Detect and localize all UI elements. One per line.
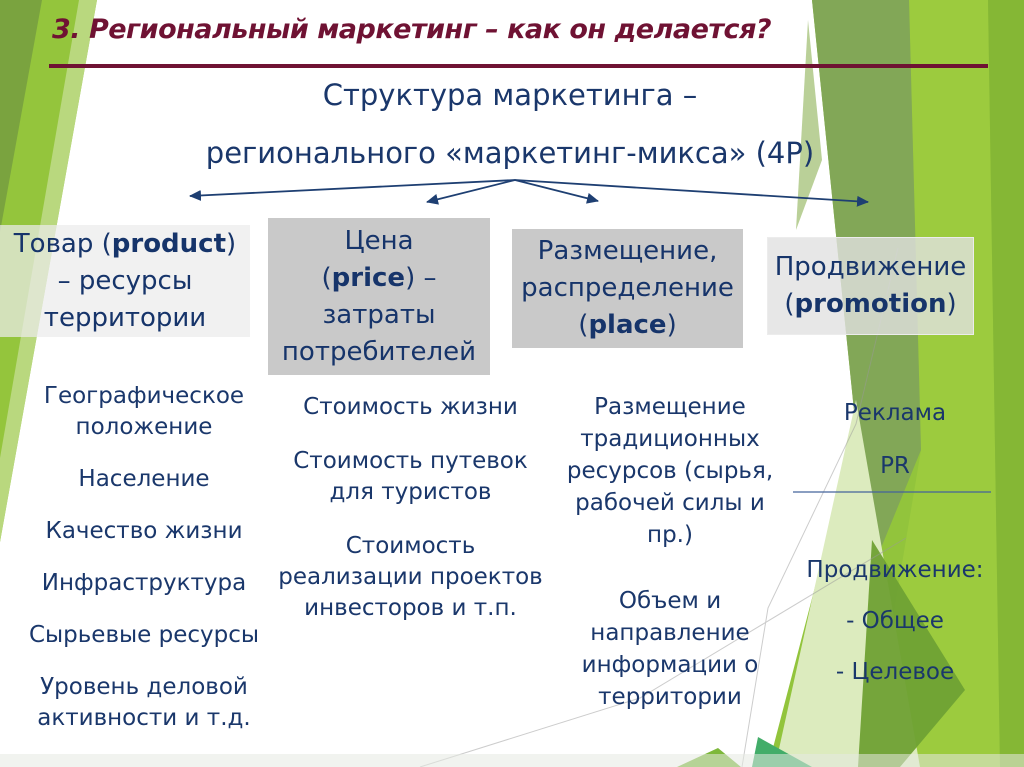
list-item: Реклама xyxy=(843,400,947,426)
text-segment: Размещение, xyxy=(537,236,718,266)
box-line: Размещение, xyxy=(538,233,718,270)
text-segment: ( xyxy=(578,310,589,340)
box-line: территории xyxy=(44,300,206,337)
list-item: Качество жизни xyxy=(45,518,243,544)
text-segment: Продвижение xyxy=(774,252,967,282)
column-product-items: Географическое положение Население Качес… xyxy=(8,381,280,755)
text-segment: ( xyxy=(784,289,795,319)
text-segment: потребителей xyxy=(281,336,477,367)
text-segment: ) xyxy=(226,228,237,259)
list-item: Стоимость жизни xyxy=(303,394,518,420)
box-place: Размещение, распределение (place) xyxy=(512,229,743,348)
text-segment-bold: place xyxy=(588,310,667,340)
crease-lines xyxy=(419,247,907,767)
list-item: - Общее xyxy=(846,608,944,634)
list-item: Сырьевые ресурсы xyxy=(28,622,260,648)
box-promotion: Продвижение (promotion) xyxy=(767,237,974,335)
list-item: Объем и направление информации о террито… xyxy=(581,588,759,710)
list-item: Географическое положение xyxy=(43,383,245,440)
box-line: Цена xyxy=(344,223,413,260)
text-segment: – ресурсы xyxy=(57,265,193,296)
text-segment: Цена xyxy=(344,225,414,256)
column-promotion-items-top: Реклама PR xyxy=(790,399,1000,505)
list-item: Инфраструктура xyxy=(41,570,247,596)
slide-title: 3. Региональный маркетинг – как он делае… xyxy=(52,14,772,45)
box-line: (place) xyxy=(578,307,676,344)
column-promotion-items-bottom: Продвижение: - Общее - Целевое xyxy=(790,556,1000,709)
right-facets xyxy=(677,0,1024,767)
fan-arrows xyxy=(189,179,869,207)
text-segment: затраты xyxy=(322,299,436,330)
box-price: Цена (price) – затраты потребителей xyxy=(268,218,490,375)
text-segment: ) xyxy=(666,310,677,340)
list-item: Стоимость реализации проектов инвесторов… xyxy=(278,533,543,621)
subtitle-line1: Структура маркетинга – xyxy=(322,78,698,112)
subtitle-line2: регионального «маркетинг-микса» (4Р) xyxy=(205,136,815,170)
box-line: затраты xyxy=(322,297,435,334)
box-line: (promotion) xyxy=(784,286,956,323)
box-product: Товар (product) – ресурсы территории xyxy=(0,225,250,337)
column-price-items: Стоимость жизни Стоимость путевок для ту… xyxy=(278,392,543,647)
box-line: распределение xyxy=(521,270,734,307)
list-item: Стоимость путевок для туристов xyxy=(293,448,528,505)
text-segment: Товар ( xyxy=(13,228,112,259)
box-line: потребителей xyxy=(282,334,476,371)
list-item: PR xyxy=(880,453,910,479)
text-segment-bold: promotion xyxy=(794,289,947,319)
box-line: Продвижение xyxy=(775,249,966,286)
list-item: Продвижение: xyxy=(806,557,984,583)
list-item: Население xyxy=(78,466,210,492)
text-segment: ( xyxy=(321,262,332,293)
text-segment-bold: price xyxy=(331,262,406,293)
text-segment-bold: product xyxy=(111,228,227,259)
text-segment: распределение xyxy=(521,273,734,303)
list-item: Уровень деловой активности и т.д. xyxy=(37,674,251,731)
box-line: (price) – xyxy=(322,260,437,297)
title-rule xyxy=(49,64,988,68)
text-segment: ) – xyxy=(405,262,437,293)
column-place-items: Размещение традиционных ресурсов (сырья,… xyxy=(551,391,789,747)
list-item: Размещение традиционных ресурсов (сырья,… xyxy=(566,394,774,548)
box-line: Товар (product) xyxy=(14,226,236,263)
box-line: – ресурсы xyxy=(58,263,193,300)
list-item: - Целевое xyxy=(835,659,955,685)
text-segment: ) xyxy=(946,289,957,319)
bottom-strip xyxy=(0,754,1024,767)
text-segment: территории xyxy=(43,302,207,333)
